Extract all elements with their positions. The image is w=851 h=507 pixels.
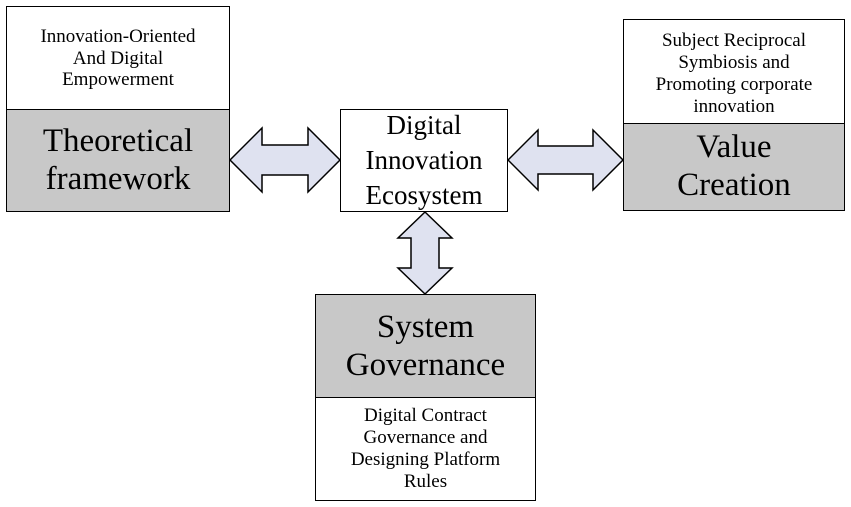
arrow-center-governance (396, 210, 454, 296)
arrow-theory-center (228, 126, 342, 194)
digital-innovation-ecosystem-box: Digital Innovation Ecosystem (340, 109, 508, 212)
system-governance-box: System Governance (315, 294, 536, 399)
value-creation-box: Value Creation (623, 123, 845, 211)
system-governance-note: Digital Contract Governance and Designin… (315, 397, 536, 501)
value-creation-note: Subject Reciprocal Symbiosis and Promoti… (623, 19, 845, 125)
theoretical-framework-box: Theoretical framework (6, 109, 230, 212)
theoretical-framework-note: Innovation-Oriented And Digital Empowerm… (6, 6, 230, 111)
arrow-center-value (506, 128, 625, 192)
